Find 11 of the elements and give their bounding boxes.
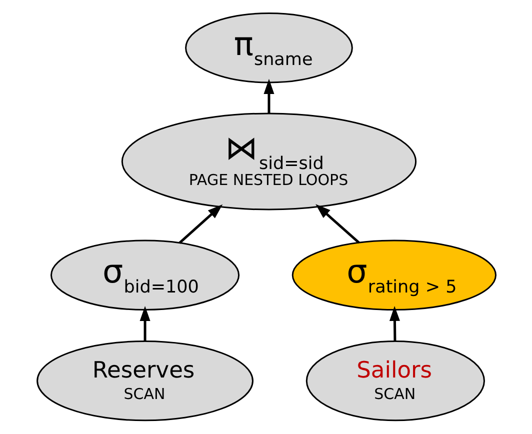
node-ellipse: σ$_{bid=100}$ [50, 240, 240, 311]
arrow [388, 306, 400, 341]
node-ellipse: Sailors SCAN [305, 340, 484, 422]
arrow [315, 204, 360, 244]
arrow [178, 204, 222, 244]
node-ellipse: ⋈$_{sid=sid}$ PAGE NESTED LOOPS [120, 112, 416, 210]
arrow [263, 78, 274, 114]
node-ellipse: Reserves SCAN [36, 340, 253, 422]
node-ellipse: σ$_{rating > 5}$ [291, 240, 496, 311]
arrow [139, 306, 150, 341]
node-ellipse: π$_{sname}$ [184, 12, 352, 84]
